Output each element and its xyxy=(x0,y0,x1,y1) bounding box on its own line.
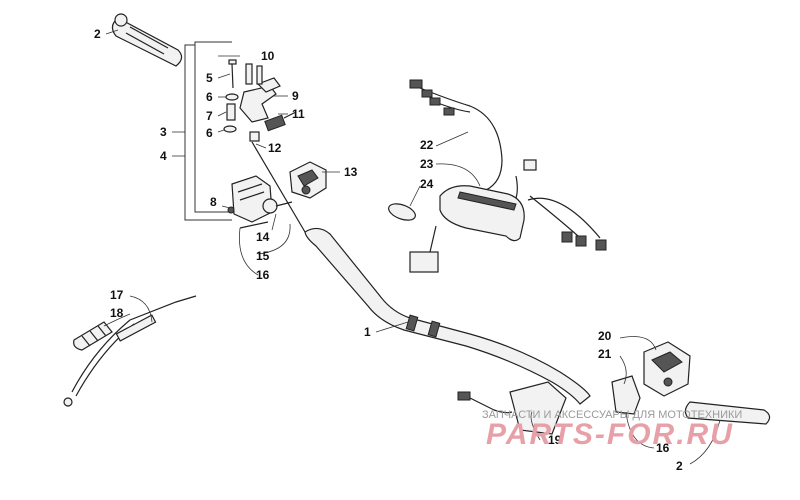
callout-23: 23 xyxy=(420,157,434,171)
callout-16-left: 16 xyxy=(256,268,270,282)
bushing-7 xyxy=(226,103,236,121)
switch-bracket-21 xyxy=(611,375,641,415)
lever-bracket xyxy=(239,77,281,123)
right-hand-grip-2 xyxy=(684,401,771,425)
callout-10: 10 xyxy=(261,49,275,63)
cable-boot-18 xyxy=(73,321,113,351)
throttle-housing xyxy=(227,175,293,229)
leader-lines xyxy=(103,55,721,465)
lever-guard-19 xyxy=(457,381,567,435)
callout-16-right: 16 xyxy=(656,441,670,455)
callout-11: 11 xyxy=(292,107,305,121)
callout-4: 4 xyxy=(160,149,167,163)
screw-5 xyxy=(228,59,237,89)
callout-5: 5 xyxy=(206,71,213,85)
callout-17: 17 xyxy=(110,288,124,302)
pin-10 xyxy=(245,63,263,85)
wiring-harness xyxy=(409,79,607,273)
leader-2-top xyxy=(105,29,119,35)
callout-9: 9 xyxy=(292,89,299,103)
left-hand-grip xyxy=(111,13,183,67)
callout-labels: 2 10 5 9 6 7 11 3 6 12 4 13 8 14 15 16 1… xyxy=(94,27,683,473)
callout-18: 18 xyxy=(110,306,124,320)
watermark-caption: ЗАПЧАСТИ И АКСЕССУАРЫ ДЛЯ МОТОТЕХНИКИ xyxy=(482,409,742,421)
callout-14: 14 xyxy=(256,230,270,244)
right-switch-housing-20 xyxy=(643,341,691,397)
callout-12: 12 xyxy=(268,141,282,155)
callout-3: 3 xyxy=(160,125,167,139)
retaining-ring-24 xyxy=(388,203,416,221)
callout-7: 7 xyxy=(206,109,213,123)
callout-24: 24 xyxy=(420,177,434,191)
callout-2-top: 2 xyxy=(94,27,101,41)
callout-20: 20 xyxy=(598,329,612,343)
clip-12 xyxy=(249,131,260,142)
watermark-logo: PARTS-FOR.RU xyxy=(486,418,734,451)
instrument-display-23 xyxy=(439,185,525,242)
throttle-cable xyxy=(63,295,197,407)
callout-1: 1 xyxy=(364,325,371,339)
handlebar xyxy=(251,141,591,405)
callout-13: 13 xyxy=(344,165,358,179)
assembly-bracket-frame-inner xyxy=(194,45,232,213)
callout-19: 19 xyxy=(548,433,562,447)
callout-22: 22 xyxy=(420,138,434,152)
callout-8: 8 xyxy=(210,195,217,209)
assembly-bracket-frame xyxy=(184,41,232,221)
callout-15: 15 xyxy=(256,249,270,263)
callout-2-bottom: 2 xyxy=(676,459,683,473)
washer-6 xyxy=(223,93,239,133)
callout-6-top: 6 xyxy=(206,90,213,104)
callout-21: 21 xyxy=(598,347,612,361)
callout-6-bottom: 6 xyxy=(206,126,213,140)
switch-11 xyxy=(264,111,297,132)
left-switch-housing xyxy=(289,161,327,199)
watermark: ЗАПЧАСТИ И АКСЕССУАРЫ ДЛЯ МОТОТЕХНИКИ PA… xyxy=(482,409,742,451)
